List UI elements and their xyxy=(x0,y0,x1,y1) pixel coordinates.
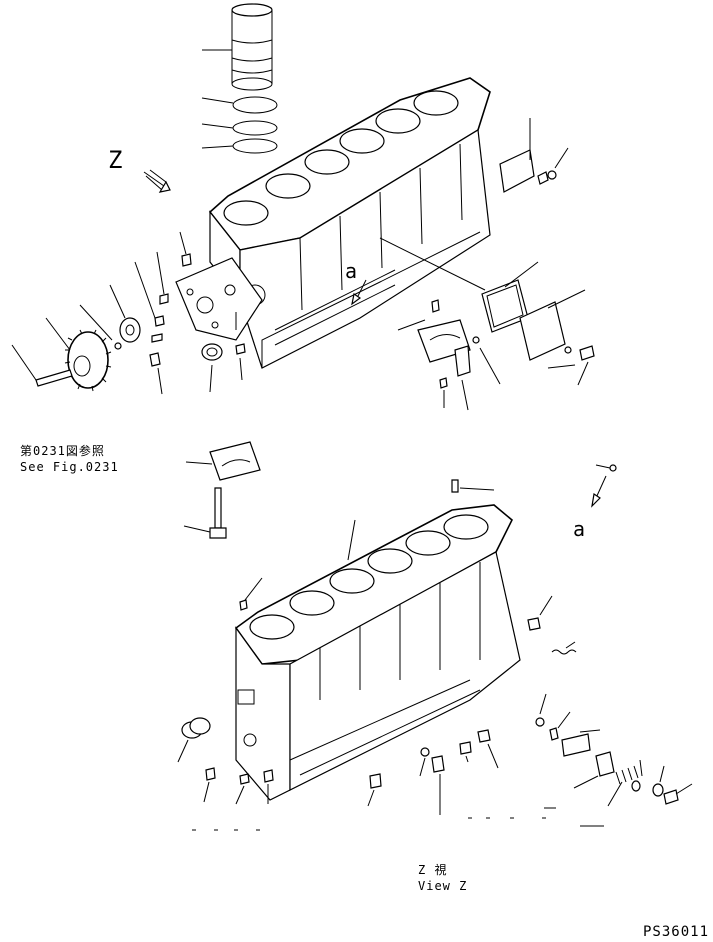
figure-reference: 第0231図参照 See Fig.0231 xyxy=(20,443,119,475)
detail-a-marker-bottom: a xyxy=(573,517,586,541)
view-caption-jp: Z 視 xyxy=(418,863,448,877)
view-caption-en: View Z xyxy=(418,879,468,893)
cylinder-block-lower xyxy=(234,504,521,801)
tick-marks xyxy=(192,817,546,831)
lower-plugs xyxy=(203,729,499,815)
oil-pressure-parts xyxy=(527,595,693,827)
figure-reference-en: See Fig.0231 xyxy=(20,460,119,474)
view-z-marker: Z xyxy=(108,146,123,174)
front-seal xyxy=(201,312,246,393)
bearing-cap-upper xyxy=(397,299,501,411)
cover-gasket xyxy=(379,237,595,386)
rear-seal xyxy=(177,717,211,763)
idler-hub xyxy=(79,231,192,395)
figure-reference-jp: 第0231図参照 xyxy=(20,444,105,458)
cylinder-liner xyxy=(202,3,273,91)
main-bearing-bolt xyxy=(183,487,227,539)
drawing-code: PS36011 xyxy=(643,924,710,940)
idler-gear xyxy=(11,317,112,392)
cylinder-block-upper xyxy=(208,77,491,369)
front-plate xyxy=(175,257,263,341)
detail-a-marker-top: a xyxy=(345,259,358,283)
detail-a-arrow xyxy=(451,464,617,508)
arrow-z-icon xyxy=(143,169,171,193)
view-caption: Z 視 View Z xyxy=(418,862,467,894)
o-rings xyxy=(201,96,278,154)
arrow-a-icon xyxy=(351,279,367,306)
side-cover-plate xyxy=(499,118,569,193)
main-bearing-cap xyxy=(185,441,261,481)
